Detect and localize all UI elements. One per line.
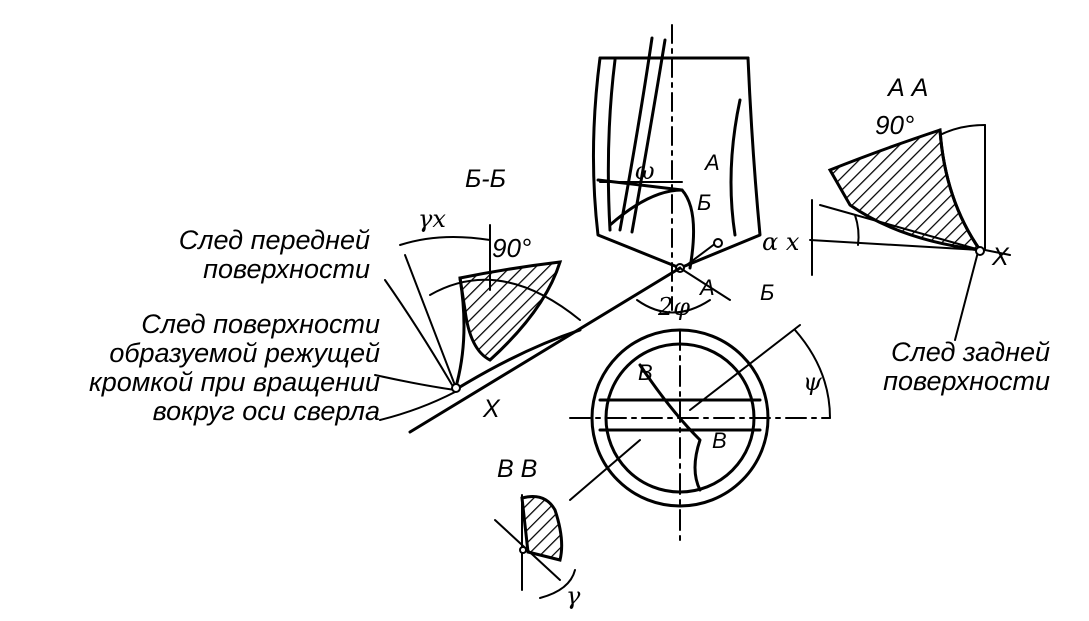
angle-two-phi: 2φ bbox=[658, 293, 691, 321]
section-bb bbox=[374, 224, 582, 421]
angle-90-bb: 90° bbox=[492, 233, 532, 263]
angle-gamma-x: γx bbox=[418, 205, 446, 233]
marker-a-top: А bbox=[705, 150, 720, 175]
marker-a-low: А bbox=[700, 275, 715, 300]
section-vv bbox=[494, 494, 576, 599]
angle-omega: ω bbox=[635, 157, 655, 185]
two-phi-arc bbox=[636, 299, 711, 314]
angle-alpha-x: α x bbox=[762, 228, 800, 256]
angle-90-aa: 90° bbox=[875, 110, 915, 140]
marker-v-left: В bbox=[638, 360, 653, 385]
note-rotation-surface: След поверхности образуемой режущей кром… bbox=[89, 309, 380, 426]
note-front-face: След передней поверхности bbox=[178, 225, 370, 284]
note-back-face: След задней поверхности bbox=[883, 337, 1050, 396]
section-title-vv: В В bbox=[497, 455, 538, 483]
drill-end-view bbox=[569, 324, 831, 541]
lip-extension-line bbox=[408, 266, 682, 434]
point-x-right: X bbox=[992, 243, 1009, 271]
angle-gamma: γ bbox=[566, 582, 581, 610]
section-aa bbox=[809, 124, 1011, 341]
marker-b-low: Б bbox=[760, 280, 775, 305]
section-title-bb: Б-Б bbox=[465, 165, 506, 193]
drill-body bbox=[591, 24, 762, 311]
marker-v-right: В bbox=[712, 428, 727, 453]
angle-psi: ψ bbox=[803, 368, 822, 396]
point-x-left: X bbox=[483, 395, 500, 423]
section-title-aa: А А bbox=[888, 74, 929, 102]
marker-b-top: Б bbox=[697, 190, 712, 215]
